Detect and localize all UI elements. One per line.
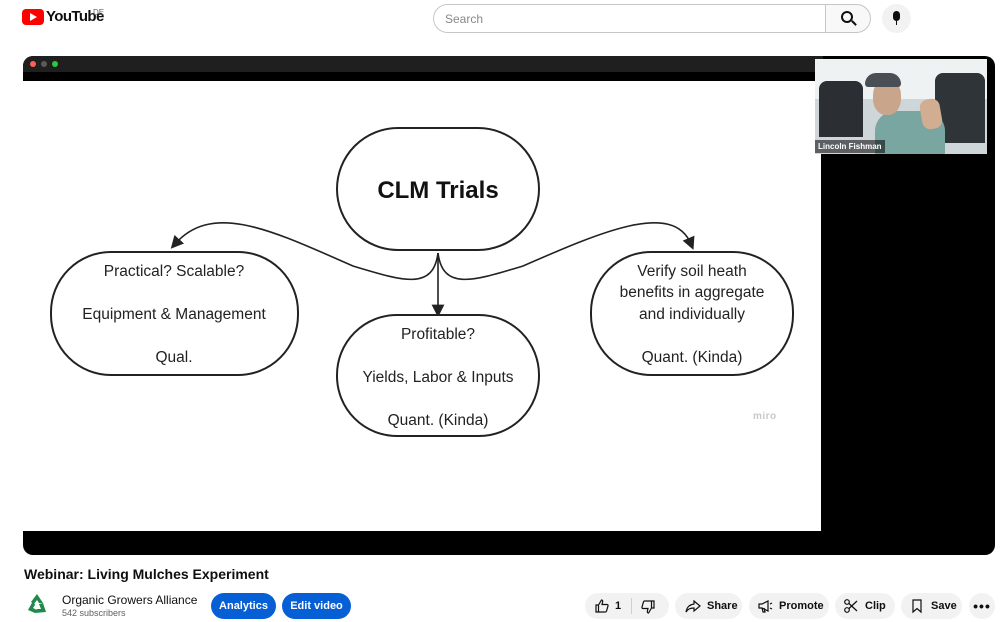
right-node [590,251,794,376]
save-label: Save [931,600,957,612]
like-count: 1 [615,600,622,612]
clip-label: Clip [865,600,886,612]
window-maximize-dot [52,61,58,67]
microphone-icon [893,11,900,21]
central-node-label: CLM Trials [377,177,498,204]
right-node-line3: and individually [639,306,745,323]
window-minimize-dot [41,61,47,67]
search-input[interactable]: Search [433,4,826,33]
thumbs-down-icon[interactable] [640,599,656,615]
channel-name[interactable]: Organic Growers Alliance [62,593,198,607]
middle-node [336,314,540,437]
thumbs-up-icon[interactable] [594,598,610,614]
presentation-slide: CLM Trials Practical? Scalable? Equipmen… [23,81,821,531]
megaphone-icon [758,600,773,613]
middle-node-line2: Yields, Labor & Inputs [362,369,513,386]
country-code: DE [93,8,105,17]
share-button[interactable]: Share [675,593,742,619]
youtube-logo[interactable]: YouTube [22,8,104,25]
connector-left [170,222,439,281]
webcam-overlay: Lincoln Fishman [815,59,987,154]
top-bar: YouTube DE Search [0,0,1000,40]
more-actions-button[interactable]: ••• [969,593,995,619]
left-node-line1: Practical? Scalable? [104,263,245,280]
video-player[interactable]: CLM Trials Practical? Scalable? Equipmen… [23,56,995,555]
window-close-dot [30,61,36,67]
video-title: Webinar: Living Mulches Experiment [24,566,269,582]
save-button[interactable]: Save [901,593,962,619]
promote-label: Promote [779,600,824,612]
more-icon: ••• [973,598,991,614]
clip-button[interactable]: Clip [835,593,895,619]
screen-share-titlebar [23,56,823,72]
recycle-logo-icon [28,594,46,613]
search-icon [841,11,853,23]
central-node [336,127,540,251]
search-button[interactable] [825,4,871,33]
scissors-icon [844,599,858,613]
share-arrow-icon [685,599,701,613]
miro-watermark: miro [753,411,777,422]
analytics-button[interactable]: Analytics [211,593,276,619]
logo-text: YouTube [46,8,104,25]
left-node-line2: Equipment & Management [82,306,266,323]
mind-map-diagram: CLM Trials Practical? Scalable? Equipmen… [50,127,794,437]
bookmark-icon [912,599,922,614]
middle-node-line3: Quant. (Kinda) [388,412,489,429]
search-placeholder: Search [445,11,484,26]
subscriber-count: 542 subscribers [62,608,126,618]
like-dislike-group: 1 [585,593,669,619]
menu-icon[interactable] [0,10,6,28]
channel-avatar[interactable] [24,592,50,618]
voice-search-button[interactable] [882,4,911,33]
share-label: Share [707,600,738,612]
edit-video-button[interactable]: Edit video [282,593,351,619]
right-node-line1: Verify soil heath [637,263,746,280]
left-node [50,251,299,376]
webcam-name-label: Lincoln Fishman [815,140,885,153]
promote-button[interactable]: Promote [749,593,829,619]
right-node-line4: Quant. (Kinda) [642,349,743,366]
youtube-play-icon [22,8,44,25]
middle-node-line1: Profitable? [401,326,475,343]
left-node-line3: Qual. [155,349,192,366]
connector-right [437,222,695,281]
right-node-line2: benefits in aggregate [620,284,765,301]
